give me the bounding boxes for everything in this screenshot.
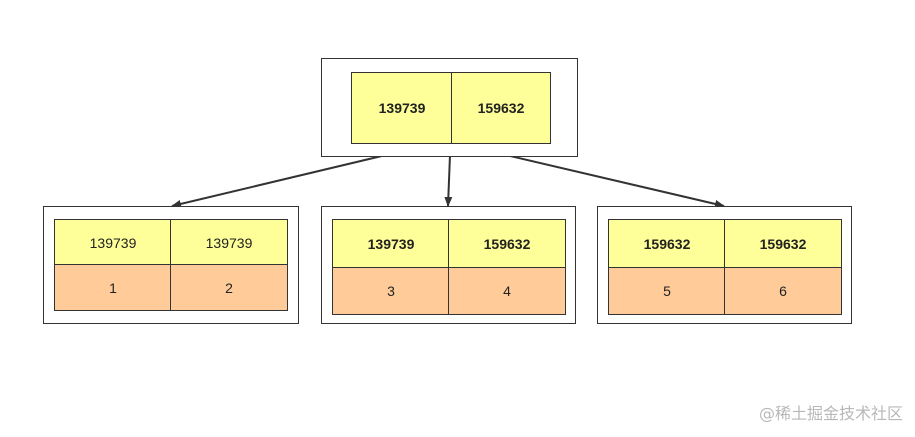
child-3-value-2: 6: [724, 267, 842, 315]
edge-root-to-child-1: [171, 154, 387, 208]
child-2-key-1: 139739: [332, 219, 450, 269]
root-key-1: 139739: [351, 72, 453, 144]
child-2-value-2: 4: [448, 267, 566, 315]
child-node-3: 159632 159632 5 6: [597, 206, 852, 324]
child-2-key-2: 159632: [448, 219, 566, 269]
edge-root-to-child-2: [444, 154, 453, 207]
child-3-key-1: 159632: [608, 219, 726, 269]
child-node-2: 139739 159632 3 4: [321, 206, 576, 324]
watermark: @稀土掘金技术社区: [758, 404, 903, 423]
edge-root-to-child-3: [505, 154, 725, 208]
child-2-value-1: 3: [332, 267, 450, 315]
child-3-value-1: 5: [608, 267, 726, 315]
child-node-1: 139739 139739 1 2: [43, 206, 299, 324]
child-1-key-1: 139739: [54, 219, 172, 266]
root-node: 139739 159632: [321, 58, 578, 157]
child-1-value-1: 1: [54, 264, 172, 311]
child-1-key-2: 139739: [170, 219, 288, 266]
root-key-2: 159632: [451, 72, 551, 144]
child-1-value-2: 2: [170, 264, 288, 311]
child-3-key-2: 159632: [724, 219, 842, 269]
